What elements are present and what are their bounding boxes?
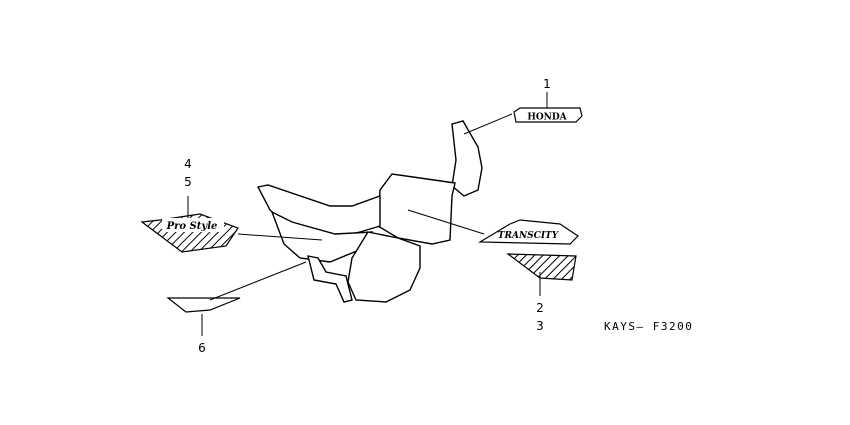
diagram-code: KAYS— F3200 [604,320,693,333]
leader-line-6-to-cover [209,261,307,301]
rear-frame-outline [307,255,353,303]
callout-1: 1 [543,77,551,91]
tank-outline [377,173,456,245]
callout-5: 5 [184,175,192,189]
leader-line-4-to-seat [237,233,323,241]
callout-3: 3 [536,319,544,333]
svg-text:TRANSCITY: TRANSCITY [498,231,560,241]
svg-text:Pro Style: Pro Style [166,221,218,232]
motorcycle-outline [256,120,483,303]
script-decal-left: Pro Style [140,213,239,253]
callout-2: 2 [536,301,544,315]
honda-emblem-decal: HONDA [513,107,583,123]
leader-line-2-to-tank [407,209,485,235]
side-stripe-decal-right [506,253,577,281]
callout-4: 4 [184,157,192,171]
leader-line-1-to-cowl [463,113,513,135]
transcity-decal: TRANSCITY [477,219,579,245]
triangle-decal [166,297,241,313]
leader-lines [187,92,548,336]
svg-text:HONDA: HONDA [527,113,567,123]
callout-6: 6 [198,341,206,355]
front-cowl-outline [451,120,483,197]
engine-outline [347,231,421,303]
